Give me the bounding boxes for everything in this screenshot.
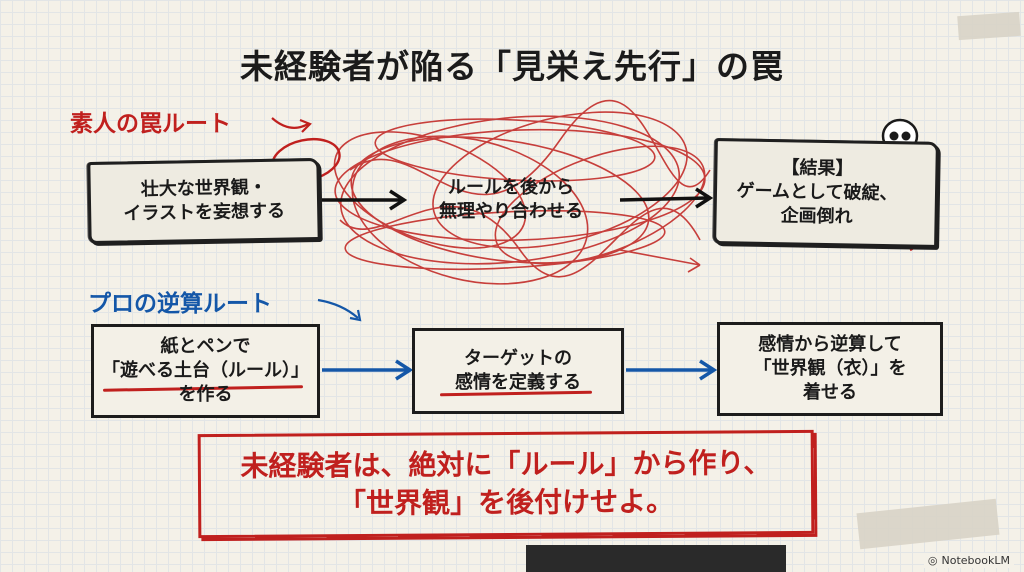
amateur-step-2: ルールを後から 無理やり合わせる <box>404 150 618 250</box>
pro-step-2-text: ターゲットの 感情を定義する <box>455 347 581 393</box>
amateur-step-1: 壮大な世界観・ イラストを妄想する <box>87 157 321 245</box>
brand-badge: ◎ NotebookLM <box>923 553 1014 568</box>
blue-curve-arrow <box>317 298 359 319</box>
pro-step-2: ターゲットの 感情を定義する <box>412 328 624 414</box>
pro-step-3: 感情から逆算して 「世界観（衣）」を 着せる <box>717 322 943 416</box>
pro-step-1: 紙とペンで 「遊べる土台（ルール）」 を作る <box>91 324 320 418</box>
amateur-route-label: 素人の罠ルート <box>70 111 231 137</box>
brand-name: NotebookLM <box>941 554 1010 567</box>
amateur-step-1-text: 壮大な世界観・ イラストを妄想する <box>123 176 286 225</box>
black-arrows <box>322 187 714 211</box>
pro-step-3-text: 感情から逆算して 「世界観（衣）」を 着せる <box>753 333 907 404</box>
dark-bar-decoration <box>526 545 786 572</box>
red-curve-arrow <box>271 117 309 129</box>
pro-step-1-text: 紙とペンで 「遊べる土台（ルール）」 を作る <box>102 335 309 406</box>
conclusion-box: 未経験者は、絶対に「ルール」から作り、 「世界観」を後付けせよ。 <box>197 429 815 539</box>
amateur-step-3-text: 【結果】 ゲームとして破綻、 企画倒れ <box>736 156 898 228</box>
notebook-logo-icon: ◎ <box>927 554 938 567</box>
pro-route-label: プロの逆算ルート <box>88 291 272 317</box>
conclusion-line-2: 「世界観」を後付けせよ。 <box>338 484 675 521</box>
conclusion-line-1: 未経験者は、絶対に「ルール」から作り、 <box>240 446 772 484</box>
blue-arrows <box>322 359 718 381</box>
slide-title: 未経験者が陥る「見栄え先行」の罠 <box>240 47 784 86</box>
amateur-step-2-text: ルールを後から 無理やり合わせる <box>439 176 583 222</box>
tangle-scribble <box>333 99 711 285</box>
amateur-step-3-result: 【結果】 ゲームとして破綻、 企画倒れ <box>713 138 939 248</box>
